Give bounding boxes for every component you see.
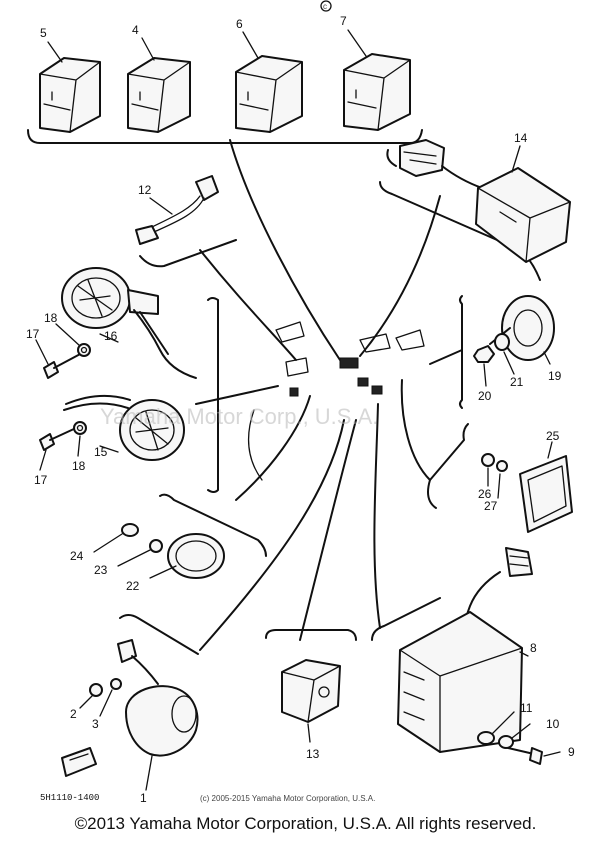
callout-20: 20 (478, 389, 492, 403)
voltage-regulator-8 (371, 547, 533, 753)
callout-18-lower: 18 (72, 459, 86, 473)
callout-17-lower: 17 (34, 473, 48, 487)
callout-22: 22 (126, 579, 140, 593)
svg-text:c: c (323, 2, 327, 11)
callout-24: 24 (70, 549, 84, 563)
callout-26: 26 (478, 487, 492, 501)
callout-12: 12 (138, 183, 152, 197)
bolt-17-lower (39, 427, 77, 471)
callout-18-upper: 18 (44, 311, 58, 325)
nut-18-upper (55, 323, 91, 357)
nut-26 (481, 453, 495, 487)
washer-3 (99, 678, 122, 717)
turn-signal-relay-14 (379, 139, 571, 281)
callout-6: 6 (236, 17, 243, 31)
nut-20 (473, 345, 495, 387)
diagram-code: 5H1110-1400 (40, 793, 99, 803)
washer-11 (477, 711, 515, 745)
main-harness-connectors (248, 321, 425, 481)
nut-2 (79, 683, 103, 709)
reflector-rear-25 (427, 423, 573, 533)
callout-10: 10 (546, 717, 560, 731)
callout-19: 19 (548, 369, 562, 383)
callout-15: 15 (94, 445, 108, 459)
horn-19 (459, 295, 555, 409)
callout-8: 8 (530, 641, 537, 655)
callout-17-upper: 17 (26, 327, 40, 341)
washer-10 (498, 723, 531, 749)
relay-4 (127, 57, 191, 133)
horn-15 (63, 394, 185, 461)
relay-5 (39, 57, 101, 133)
callout-1: 1 (140, 791, 147, 805)
washer-21 (494, 333, 515, 375)
nut-23 (117, 539, 163, 567)
copyright-symbol: c (320, 0, 332, 12)
flasher-13 (265, 629, 357, 743)
callout-3: 3 (92, 717, 99, 731)
callout-7: 7 (340, 14, 347, 28)
watermark: Yamaha Motor Corp., U.S.A. (100, 404, 378, 429)
callout-14: 14 (514, 131, 528, 145)
horn-16 (61, 267, 219, 493)
relay-7 (343, 53, 411, 131)
nut-18-lower (73, 421, 87, 457)
callout-9: 9 (568, 745, 575, 759)
callout-numbers: 5 4 6 7 14 12 18 17 16 15 17 18 19 20 21… (26, 14, 575, 805)
copyright-footer: ©2013 Yamaha Motor Corporation, U.S.A. A… (74, 814, 537, 833)
callout-21: 21 (510, 375, 524, 389)
callout-27: 27 (484, 499, 498, 513)
reflector-side-22 (149, 493, 267, 579)
callout-25: 25 (546, 429, 560, 443)
callout-23: 23 (94, 563, 108, 577)
callout-16: 16 (104, 329, 118, 343)
flasher-relay-1 (117, 614, 199, 791)
relay-6 (235, 55, 303, 133)
inner-copyright: (c) 2005-2015 Yamaha Motor Corporation, … (200, 794, 375, 803)
callout-2: 2 (70, 707, 77, 721)
label-sticker (61, 747, 97, 777)
bolt-17-upper (35, 339, 85, 379)
callout-5: 5 (40, 26, 47, 40)
callout-13: 13 (306, 747, 320, 761)
washer-27 (496, 460, 508, 499)
washer-24 (93, 523, 139, 553)
bolt-9 (507, 747, 561, 765)
callout-4: 4 (132, 23, 139, 37)
relay-group (27, 29, 423, 144)
leader-lines (195, 139, 463, 651)
sub-harness-12 (135, 175, 237, 268)
callout-11: 11 (520, 701, 533, 715)
